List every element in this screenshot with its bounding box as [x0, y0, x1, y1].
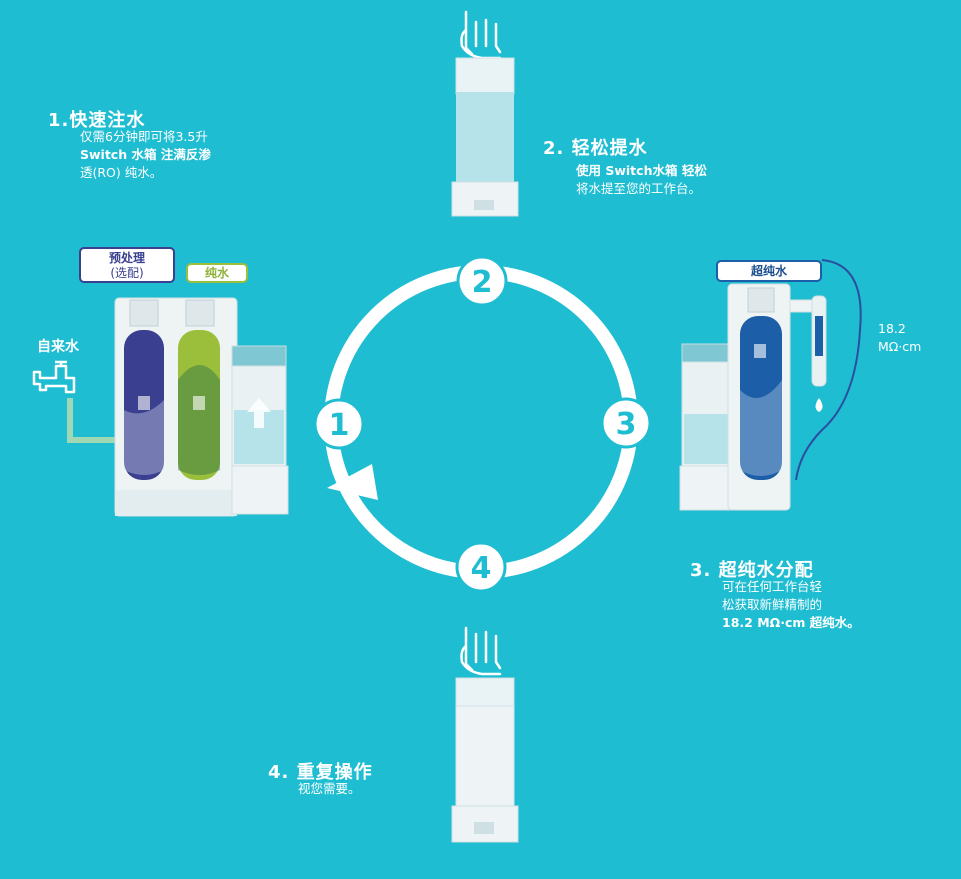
cycle-number-2-label: 2	[472, 265, 493, 300]
step1-line: 透(RO) 纯水。	[80, 165, 163, 180]
fill-arrow-icon	[247, 398, 271, 428]
step2-line: 使用 Switch水箱 轻松	[576, 163, 707, 178]
cycle-ring	[324, 265, 638, 579]
tank-carried-bottom	[451, 626, 519, 843]
tap-water-label: 自来水	[37, 339, 79, 355]
ultrapure-system	[679, 259, 862, 511]
tap-icon	[32, 360, 76, 394]
step1-line: Switch 水箱 注满反渗	[80, 147, 211, 162]
step1-line: 仅需6分钟即可将3.5升	[80, 129, 208, 144]
cycle-diagram: 1 2 3 4	[313, 255, 652, 593]
resistivity-label: 18.2 MΩ·cm	[878, 320, 921, 356]
cycle-number-4-label: 4	[471, 551, 492, 586]
pretreatment-cap	[129, 299, 159, 327]
step4-description: 视您需要。	[298, 780, 361, 798]
tank-carried-top	[451, 10, 519, 217]
step4-line: 视您需要。	[298, 781, 361, 796]
hand-icon	[460, 626, 502, 676]
step4-title: 4. 重复操作	[268, 762, 373, 783]
dispenser-cable	[795, 259, 862, 481]
step1-description: 仅需6分钟即可将3.5升 Switch 水箱 注满反渗 透(RO) 纯水。	[80, 128, 211, 182]
ultrapure-tank-lid	[681, 343, 735, 365]
tank-handle-bottom	[455, 677, 515, 709]
hand-icon	[460, 10, 502, 60]
cycle-number-4: 4	[455, 541, 507, 593]
pretreatment-label: 预处理	[108, 251, 145, 265]
water-drop-icon	[815, 398, 823, 412]
tank-body-empty	[455, 705, 515, 807]
cycle-arrowhead	[327, 464, 378, 500]
step3-line: 18.2 MΩ·cm 超纯水。	[722, 615, 860, 630]
cycle-number-1: 1	[313, 398, 365, 450]
step3-title: 3. 超纯水分配	[690, 560, 814, 581]
tank-base	[451, 181, 519, 217]
pretreatment-optional-label: (选配)	[110, 266, 144, 280]
water-inlet-pipe	[67, 398, 126, 443]
cycle-number-3: 3	[600, 397, 652, 449]
purification-system	[32, 297, 289, 517]
resistivity-value: 18.2	[878, 321, 906, 336]
step2-title: 2. 轻松提水	[543, 138, 648, 159]
cycle-number-1-label: 1	[329, 408, 350, 443]
tank-water	[456, 92, 514, 184]
pure-water-tag: 纯水	[186, 263, 248, 283]
step1-title: 1.快速注水	[48, 110, 146, 131]
cycle-number-3-label: 3	[616, 407, 637, 442]
tank-handle-top	[455, 57, 515, 95]
ultrapure-cap	[747, 287, 775, 313]
step2-line: 将水提至您的工作台。	[576, 181, 702, 196]
cycle-number-2: 2	[456, 255, 508, 307]
resistivity-unit: MΩ·cm	[878, 339, 922, 354]
ultrapure-water-tag: 超纯水	[716, 260, 822, 282]
pure-cap	[185, 299, 215, 327]
step3-line: 松获取新鲜精制的	[722, 597, 823, 612]
step2-description: 使用 Switch水箱 轻松 将水提至您的工作台。	[576, 162, 707, 198]
ultrapure-cartridge	[740, 316, 782, 480]
step3-line: 可在任何工作台轻	[722, 579, 823, 594]
step3-description: 可在任何工作台轻 松获取新鲜精制的 18.2 MΩ·cm 超纯水。	[722, 578, 860, 632]
pretreatment-tag: 预处理 (选配)	[79, 247, 175, 283]
side-tank-lid	[231, 345, 287, 369]
